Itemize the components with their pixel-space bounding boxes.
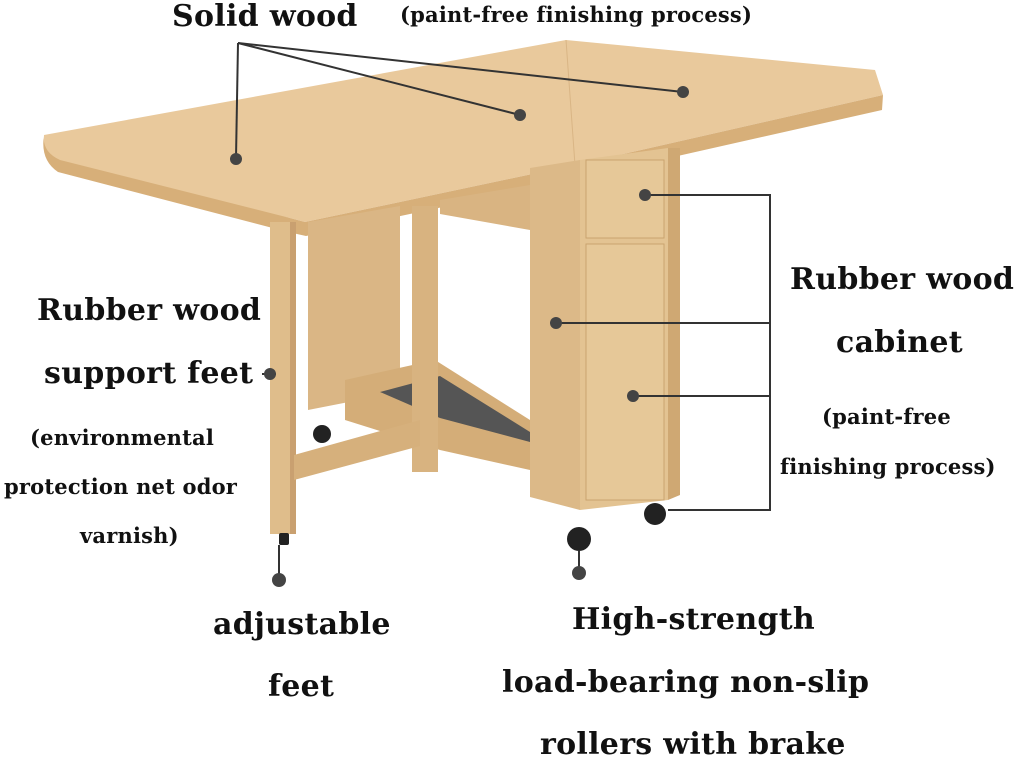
table-top [43,39,884,236]
label-rollers-line1: High-strength [572,602,815,637]
label-support-line1: Rubber wood [37,293,262,328]
label-cabinet-note-line1: (paint-free [822,404,951,429]
label-support-note-line2: protection net odor [4,474,238,499]
leader-dots [230,86,689,587]
caster-wheels [279,425,666,551]
label-support-line2: support feet [44,356,254,391]
label-adjustable-line2: feet [268,669,335,704]
cabinet-body [530,148,680,510]
label-adjustable-line1: adjustable [213,607,391,642]
label-rollers-line3: rollers with brake [540,727,846,762]
label-support-note-line1: (environmental [30,425,215,450]
leader-lines [235,42,771,578]
label-cabinet-note-line2: finishing process) [780,454,996,479]
label-solid-wood: Solid wood [172,0,358,34]
label-solid-wood-note: (paint-free finishing process) [400,2,753,27]
label-rollers-line2: load-bearing non-slip [502,665,870,700]
label-cabinet-line2: cabinet [836,325,963,360]
center-frame [308,185,530,472]
label-support-note-line3: varnish) [80,523,179,548]
label-cabinet-line1: Rubber wood [790,262,1015,297]
